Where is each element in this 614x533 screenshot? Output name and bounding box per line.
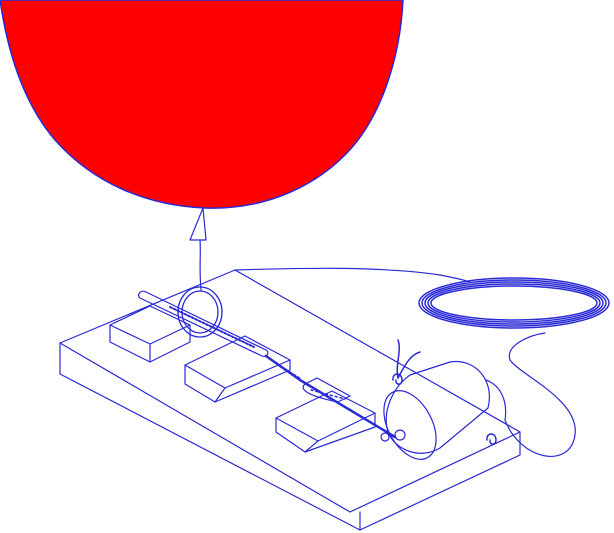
shaft-thread bbox=[267, 357, 301, 379]
balloon-string bbox=[199, 239, 202, 291]
ring-eyelet bbox=[177, 286, 223, 338]
terminal-hook-left bbox=[392, 339, 421, 385]
spring-coupler bbox=[302, 377, 351, 403]
red-balloon bbox=[0, 0, 404, 209]
support-block-left bbox=[109, 305, 191, 363]
threaded-rod bbox=[137, 290, 269, 357]
support-block-middle bbox=[184, 335, 291, 403]
wire-coil bbox=[418, 277, 610, 329]
balloon-knot bbox=[189, 207, 207, 241]
drive-shaft bbox=[264, 354, 397, 439]
motor-wire bbox=[485, 332, 576, 457]
support-block-right bbox=[275, 390, 376, 453]
baseboard bbox=[59, 269, 521, 531]
electric-motor bbox=[380, 360, 490, 460]
top-wire bbox=[234, 267, 471, 283]
terminal-hook-right bbox=[486, 433, 497, 445]
